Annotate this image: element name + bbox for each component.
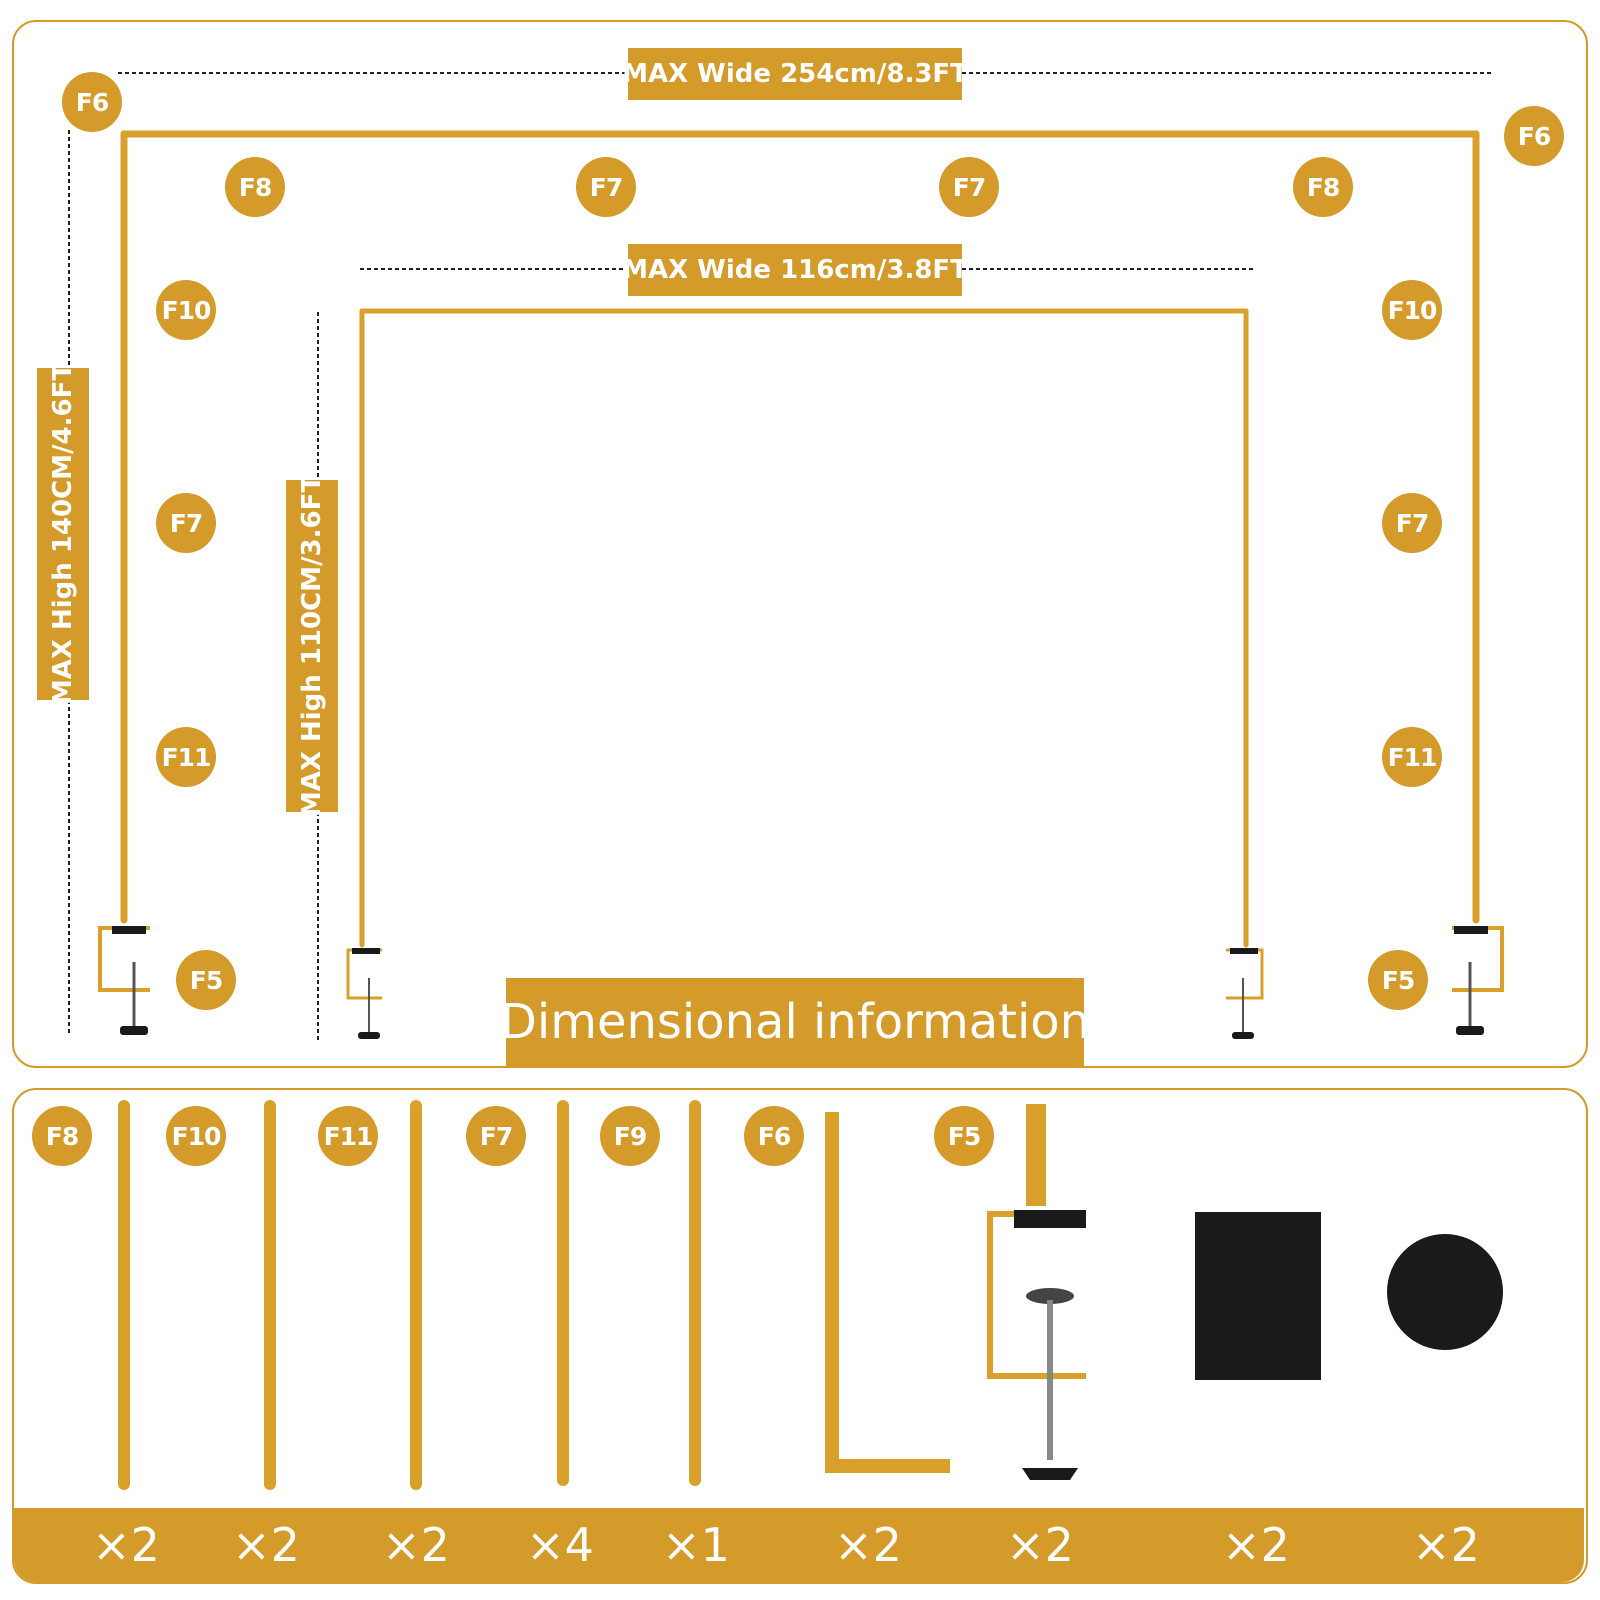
anti-slip-pad-round <box>1387 1234 1503 1350</box>
qty-f7: ×4 <box>526 1518 594 1572</box>
max-high-large-label: MAX High 140CM/4.6FT <box>37 363 89 705</box>
part-rods <box>118 1100 701 1490</box>
small-frame <box>359 308 1249 948</box>
max-wide-small-label: MAX Wide 116cm/3.8FT <box>622 244 968 296</box>
badge-f11-right: F11 <box>1382 727 1442 787</box>
part-f6-elbow <box>825 1112 950 1473</box>
part-badge-f6: F6 <box>744 1106 804 1166</box>
anti-slip-pad-square <box>1195 1212 1321 1380</box>
part-badge-f5: F5 <box>934 1106 994 1166</box>
qty-f6: ×2 <box>834 1518 902 1572</box>
qty-f9: ×1 <box>662 1518 730 1572</box>
part-badge-f8: F8 <box>32 1106 92 1166</box>
part-badge-f7: F7 <box>466 1106 526 1166</box>
quantity-bar <box>14 1508 1584 1582</box>
dimension-panel <box>12 20 1588 1068</box>
qty-f8: ×2 <box>92 1518 160 1572</box>
badge-f7-mid-right: F7 <box>939 157 999 217</box>
qty-square-pad: ×2 <box>1222 1518 1290 1572</box>
qty-f10: ×2 <box>232 1518 300 1572</box>
badge-f5-left: F5 <box>176 950 236 1010</box>
part-badge-f11: F11 <box>318 1106 378 1166</box>
badge-f11-left: F11 <box>156 727 216 787</box>
dimension-lines <box>68 72 1494 1040</box>
qty-f11: ×2 <box>382 1518 450 1572</box>
large-frame-pads <box>112 926 1488 1035</box>
badge-f6-top-left: F6 <box>62 72 122 132</box>
part-badge-f10: F10 <box>166 1106 226 1166</box>
badge-f5-right: F5 <box>1368 950 1428 1010</box>
qty-round-pad: ×2 <box>1412 1518 1480 1572</box>
section-title: Dimensional information <box>500 978 1090 1066</box>
badge-f6-top-right: F6 <box>1504 106 1564 166</box>
badge-f7-mid-left: F7 <box>576 157 636 217</box>
badge-f10-right: F10 <box>1382 280 1442 340</box>
large-frame <box>120 130 1480 924</box>
badge-f7-right: F7 <box>1382 493 1442 553</box>
qty-f5: ×2 <box>1006 1518 1074 1572</box>
max-high-small-label: MAX High 110CM/3.6FT <box>286 475 338 817</box>
max-wide-large-label: MAX Wide 254cm/8.3FT <box>622 48 968 100</box>
badge-f10-left: F10 <box>156 280 216 340</box>
part-badge-f9: F9 <box>600 1106 660 1166</box>
parts-panel <box>12 1088 1588 1584</box>
badge-f7-left: F7 <box>156 493 216 553</box>
badge-f8-right: F8 <box>1293 157 1353 217</box>
badge-f8-left: F8 <box>225 157 285 217</box>
